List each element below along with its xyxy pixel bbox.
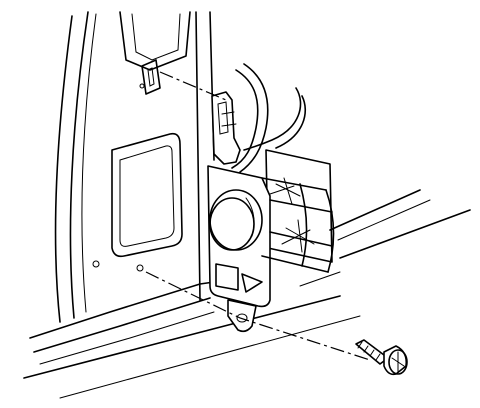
mounting-tab-slot <box>141 59 161 95</box>
door-inner-panel <box>23 11 471 399</box>
assembly-leader-lines <box>145 71 371 361</box>
retaining-screw <box>355 339 408 376</box>
lamp-lens <box>209 189 263 251</box>
wire-harness <box>231 63 306 173</box>
panel-access-opening <box>111 132 183 258</box>
